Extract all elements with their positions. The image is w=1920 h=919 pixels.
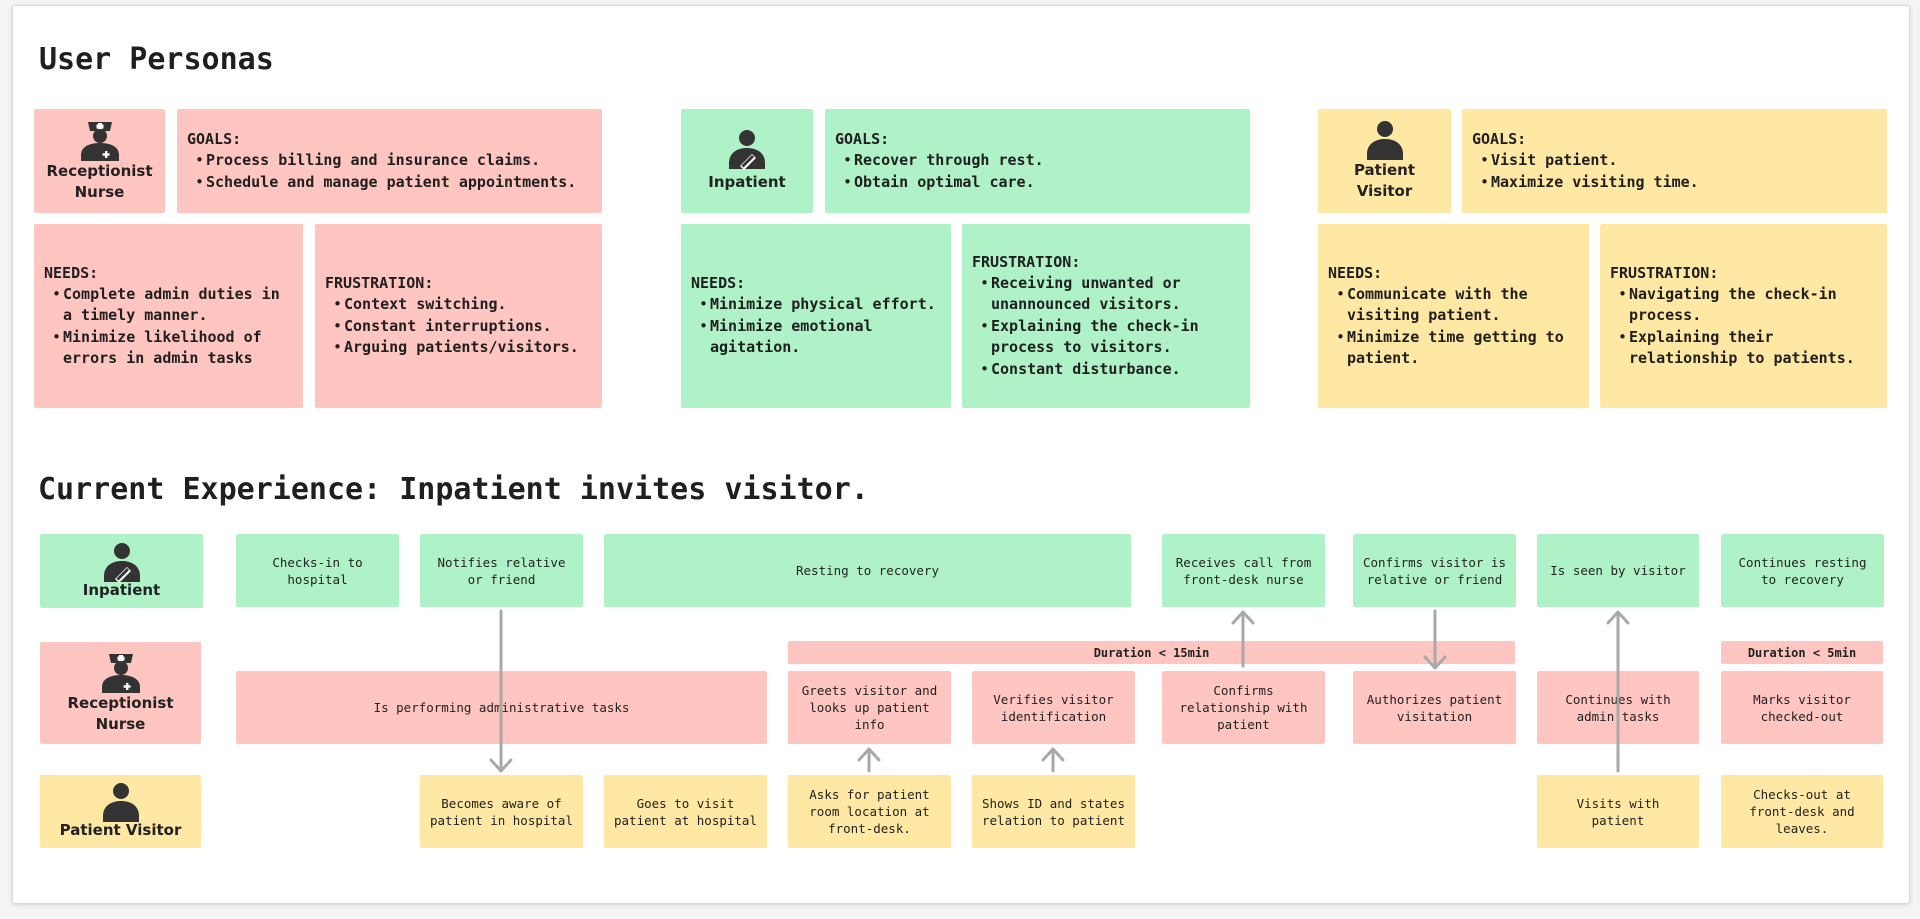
frustration-label: FRUSTRATION: [1610,263,1719,282]
frustration-item: Navigating the check-in process. [1618,284,1877,327]
need-item: Communicate with the visiting patient. [1336,284,1579,327]
inpatient-step[interactable]: Notifies relative or friend [420,534,583,607]
duration-bar: Duration < 15min [788,641,1515,664]
visitor-step[interactable]: Becomes aware of patient in hospital [420,775,583,848]
visitor-step[interactable]: Asks for patient room location at front-… [788,775,951,848]
frustration-label: FRUSTRATION: [972,252,1081,271]
inpatient-step[interactable]: Is seen by visitor [1537,534,1699,607]
inpatient-icon [103,542,140,582]
nurse-step[interactable]: Is performing administrative tasks [236,671,767,744]
persona-needs-card[interactable]: NEEDS: Minimize physical effort. Minimiz… [681,224,951,408]
inpatient-step[interactable]: Confirms visitor is relative or friend [1353,534,1516,607]
visitor-step[interactable]: Shows ID and states relation to patient [972,775,1135,848]
frustration-item: Context switching. [333,294,592,316]
persona-needs-card[interactable]: NEEDS: Communicate with the visiting pat… [1318,224,1589,408]
inpatient-step[interactable]: Receives call from front-desk nurse [1162,534,1325,607]
goal-item: Recover through rest. [843,150,1240,172]
goal-item: Visit patient. [1480,150,1877,172]
persona-goals-card[interactable]: GOALS: Process billing and insurance cla… [177,109,602,213]
nurse-step[interactable]: Greets visitor and looks up patient info [788,671,951,744]
needs-list: Communicate with the visiting patient. M… [1328,284,1579,370]
need-item: Minimize emotional agitation. [699,316,941,359]
persona-frustration-card[interactable]: FRUSTRATION: Receiving unwanted or unann… [962,224,1250,408]
nurse-step[interactable]: Authorizes patient visitation [1353,671,1516,744]
frustration-list: Context switching. Constant interruption… [325,294,592,359]
goal-item: Maximize visiting time. [1480,172,1877,194]
goals-label: GOALS: [187,130,242,148]
needs-list: Complete admin duties in a timely manner… [44,284,293,370]
visitor-icon [1366,121,1403,160]
lane-label: Patient Visitor [59,821,182,839]
persona-patient-visitor[interactable]: Patient Visitor [1318,109,1451,213]
goals-list: Visit patient. Maximize visiting time. [1472,150,1877,193]
nurse-step[interactable]: Continues with admin tasks [1537,671,1699,744]
inpatient-step[interactable]: Checks-in to hospital [236,534,399,607]
nurse-step[interactable]: Marks visitor checked-out [1721,671,1883,744]
goals-label: GOALS: [835,130,890,148]
inpatient-step[interactable]: Resting to recovery [604,534,1131,607]
needs-label: NEEDS: [44,263,99,282]
lane-receptionist-nurse[interactable]: Receptionist Nurse [40,642,201,744]
nurse-step[interactable]: Verifies visitor identification [972,671,1135,744]
frustration-item: Explaining the check-in process to visit… [980,316,1240,359]
nurse-step[interactable]: Confirms relationship with patient [1162,671,1325,744]
needs-list: Minimize physical effort. Minimize emoti… [691,294,941,359]
persona-receptionist-nurse[interactable]: Receptionist Nurse [34,109,165,213]
inpatient-step[interactable]: Continues resting to recovery [1721,534,1884,607]
inpatient-icon [729,130,765,169]
persona-frustration-card[interactable]: FRUSTRATION: Navigating the check-in pro… [1600,224,1887,408]
frustration-item: Receiving unwanted or unannounced visito… [980,273,1240,316]
journey-heading: Current Experience: Inpatient invites vi… [38,472,869,507]
persona-goals-card[interactable]: GOALS: Recover through rest. Obtain opti… [825,109,1250,213]
frustration-item: Explaining their relationship to patient… [1618,327,1877,370]
persona-goals-card[interactable]: GOALS: Visit patient. Maximize visiting … [1462,109,1887,213]
visitor-icon [102,783,139,822]
visitor-step[interactable]: Checks-out at front-desk and leaves. [1721,775,1883,848]
persona-name: Patient Visitor [1353,161,1416,200]
frustration-item: Constant disturbance. [980,359,1240,381]
persona-name: Inpatient [708,173,786,191]
frustration-label: FRUSTRATION: [325,274,434,293]
lane-inpatient[interactable]: Inpatient [40,534,203,608]
duration-bar: Duration < 5min [1721,641,1883,664]
need-item: Minimize time getting to patient. [1336,327,1579,370]
persona-needs-card[interactable]: NEEDS: Complete admin duties in a timely… [34,224,303,408]
need-item: Complete admin duties in a timely manner… [52,284,293,327]
goal-item: Obtain optimal care. [843,172,1240,194]
nurse-icon [101,654,140,693]
goal-item: Schedule and manage patient appointments… [195,172,592,194]
goals-list: Recover through rest. Obtain optimal car… [835,150,1240,193]
lane-label: Receptionist Nurse [67,694,174,733]
persona-name: Receptionist Nurse [46,162,153,201]
frustration-list: Navigating the check-in process. Explain… [1610,284,1877,370]
goal-item: Process billing and insurance claims. [195,150,592,172]
nurse-icon [80,122,119,161]
needs-label: NEEDS: [691,274,746,293]
frustration-item: Arguing patients/visitors. [333,337,592,359]
persona-inpatient[interactable]: Inpatient [681,109,813,213]
needs-label: NEEDS: [1328,263,1383,282]
visitor-step[interactable]: Visits with patient [1537,775,1699,848]
frustration-list: Receiving unwanted or unannounced visito… [972,273,1240,381]
persona-frustration-card[interactable]: FRUSTRATION: Context switching. Constant… [315,224,602,408]
lane-label: Inpatient [82,580,161,599]
lane-patient-visitor[interactable]: Patient Visitor [40,775,201,848]
goals-list: Process billing and insurance claims. Sc… [187,150,592,193]
personas-heading: User Personas [39,42,274,77]
frustration-item: Constant interruptions. [333,316,592,338]
goals-label: GOALS: [1472,130,1527,148]
need-item: Minimize physical effort. [699,294,941,316]
visitor-step[interactable]: Goes to visit patient at hospital [604,775,767,848]
need-item: Minimize likelihood of errors in admin t… [52,327,293,370]
